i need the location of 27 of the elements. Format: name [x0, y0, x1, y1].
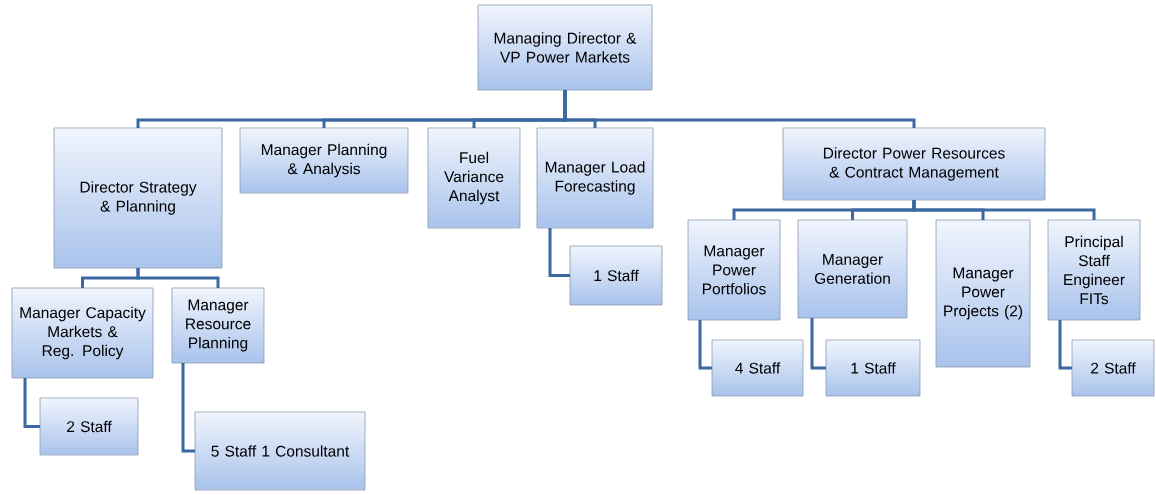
connector-line: [698, 320, 712, 370]
org-box: Manager Load Forecasting: [536, 127, 654, 229]
org-box: Principal Staff Engineer FITs: [1047, 219, 1141, 321]
org-box: Manager Capacity Markets & Reg. Policy: [11, 287, 154, 379]
connector-line: [1058, 320, 1072, 370]
org-box: Manager Planning & Analysis: [239, 127, 409, 194]
connector-line: [23, 378, 40, 428]
org-box: Director Strategy & Planning: [53, 127, 223, 269]
connector-line: [912, 200, 1096, 220]
org-box: 1 Staff: [825, 339, 921, 397]
org-box: 5 Staff 1 Consultant: [194, 411, 366, 491]
org-box: Manager Resource Planning: [171, 287, 265, 364]
connector-line: [136, 268, 220, 288]
org-box: Manager Power Projects (2): [935, 219, 1031, 368]
org-box: 2 Staff: [1071, 339, 1155, 397]
org-box: Manager Power Portfolios: [687, 219, 781, 321]
connector-line: [810, 318, 826, 370]
org-box: Fuel Variance Analyst: [427, 127, 521, 229]
connector-line: [548, 228, 570, 277]
connector-line: [563, 90, 916, 128]
connector-line: [181, 363, 195, 453]
org-box: Director Power Resources & Contract Management: [782, 127, 1046, 201]
org-box: Managing Director & VP Power Markets: [477, 4, 653, 91]
org-box: Manager Generation: [797, 219, 908, 319]
org-box: 1 Staff: [569, 245, 663, 306]
org-box: 2 Staff: [39, 397, 139, 456]
org-box: 4 Staff: [711, 339, 804, 397]
